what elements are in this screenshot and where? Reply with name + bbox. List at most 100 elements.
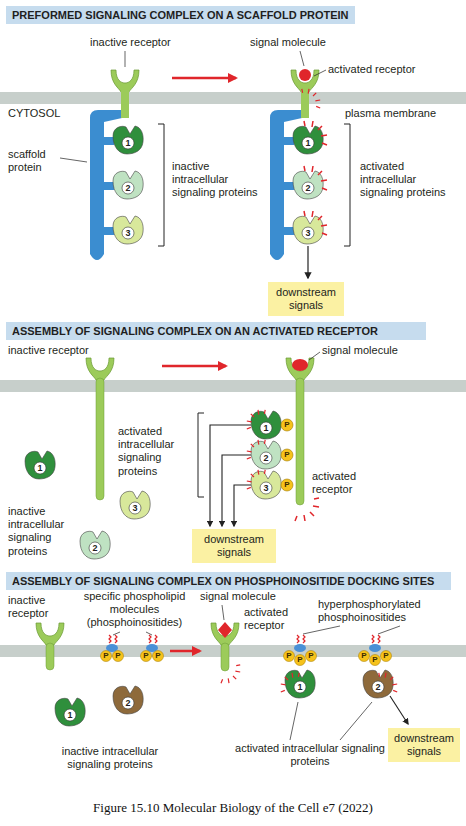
- annotation-label: inactive receptor: [8, 344, 89, 357]
- panel-three-art-part: [106, 635, 118, 652]
- callout-number: 1: [125, 139, 130, 148]
- panel-three-art-part: [306, 651, 317, 662]
- panel-one-art-part: [60, 158, 87, 162]
- panel-two-art-part: [281, 449, 293, 461]
- phosphate-label: P: [143, 652, 148, 660]
- callout-number: 2: [92, 544, 97, 553]
- plasma-membrane: [0, 92, 466, 104]
- panel-three-art-part: [170, 650, 200, 653]
- panel-header: ASSEMBLY OF SIGNALING COMPLEX ON AN ACTI…: [6, 322, 426, 340]
- panel-three-art-part: [372, 681, 384, 693]
- output-text: downstream signals: [195, 533, 273, 559]
- panel-title: ASSEMBLY OF SIGNALING COMPLEX ON AN ACTI…: [12, 325, 420, 337]
- callout-number: 2: [125, 699, 130, 708]
- panel-three-art-part: [221, 665, 240, 683]
- panel-three-art-part: [290, 702, 298, 740]
- annotation-label: inactive receptor: [90, 36, 171, 49]
- panel-three-art-part: [146, 635, 158, 652]
- panel-one-art-part-part: [284, 137, 294, 145]
- panel-two-art-part: [251, 471, 281, 499]
- phosphate-label: P: [308, 652, 313, 660]
- panel-three-art-part: [340, 702, 372, 740]
- panel-one-art-part: [122, 182, 134, 194]
- panel-two-art-part: [251, 441, 281, 469]
- panel-three-art-part: [281, 673, 299, 692]
- panel-one-art-part: [125, 51, 126, 67]
- callout-number: 2: [125, 184, 130, 193]
- panel-one-art-part: [121, 90, 129, 118]
- panel-one-art-part: [113, 126, 143, 154]
- panel-two-art-part: [286, 358, 314, 380]
- plasma-membrane: [0, 380, 466, 392]
- panel-one-art-part: [104, 182, 114, 190]
- panel-three-art-part: [294, 681, 306, 693]
- panel-two-art-part: [129, 502, 141, 514]
- annotation-label: activated receptor: [244, 606, 304, 632]
- panel-three-art-part: [141, 651, 152, 662]
- output-box: downstream signals: [388, 728, 460, 762]
- panel-one-art-part: [291, 70, 319, 92]
- panel-one-art-part: [122, 227, 134, 239]
- callout-number: 3: [125, 229, 130, 238]
- panel-two-art-part: [25, 451, 55, 479]
- output-text: downstream signals: [271, 286, 341, 312]
- panel-three-art-part: [381, 651, 392, 662]
- phosphate-label: P: [284, 451, 289, 459]
- annotation-label: inactive intracellular signaling protein…: [8, 505, 78, 558]
- panel-three-art-part: [390, 696, 408, 724]
- phosphate-label: P: [155, 652, 160, 660]
- output-box: downstream signals: [268, 282, 344, 316]
- phosphate-label: P: [372, 656, 377, 664]
- annotation-label: inactive receptor: [8, 594, 63, 620]
- panel-three-art-part: [55, 698, 85, 726]
- panel-two-art-part: [260, 482, 272, 494]
- plasma-membrane: [0, 645, 466, 657]
- annotation-label: activated receptor: [328, 63, 415, 76]
- panel-two-art-part: [198, 413, 204, 497]
- callout-number: 3: [305, 229, 310, 238]
- annotation-label: hyperphosphorylated phosphoinositides: [318, 598, 448, 624]
- panel-two-art-part: [96, 378, 104, 500]
- annotation-label: specific phospholipid molecules (phospho…: [72, 590, 197, 630]
- callout-number: 1: [37, 464, 42, 473]
- panel-one-art-part: [302, 227, 314, 239]
- annotation-label: inactive intracellular signaling protein…: [172, 160, 262, 200]
- phosphate-label: P: [383, 652, 388, 660]
- panel-three-art-part: [370, 655, 381, 666]
- panel-title: ASSEMBLY OF SIGNALING COMPLEX ON PHOSPHO…: [12, 575, 445, 587]
- panel-one-art-part-part: [284, 227, 294, 235]
- panel-two-art-part: [295, 498, 319, 521]
- annotation-label: signal molecule: [200, 590, 276, 603]
- panel-three-art-part: [122, 697, 134, 709]
- panel-two-art-part: [260, 422, 272, 434]
- panel-two-art-part: [309, 352, 320, 360]
- panel-one-art: [0, 51, 466, 278]
- panel-one-art-part: [301, 90, 309, 118]
- panel-one-art-part: [104, 227, 114, 235]
- panel-one-art-part: [314, 70, 326, 76]
- callout-number: 2: [375, 683, 380, 692]
- callout-number: 1: [263, 424, 268, 433]
- panel-three-art-part: [295, 655, 306, 666]
- panel-three-art-part: [146, 632, 152, 635]
- callout-number: 2: [263, 454, 268, 463]
- panel-header: PREFORMED SIGNALING COMPLEX ON A SCAFFOL…: [6, 6, 355, 24]
- panel-two-art-part: [234, 485, 251, 526]
- panel-three-art-part: [221, 643, 229, 671]
- panel-three-art-part: [363, 670, 393, 698]
- receptor: [111, 70, 139, 92]
- callout-number: 1: [67, 711, 72, 720]
- panel-two-art-part: [281, 419, 293, 431]
- phosphate-label: P: [361, 652, 366, 660]
- activation-arrow: [172, 77, 236, 80]
- callout-number: 1: [305, 139, 310, 148]
- callout-number: 3: [132, 504, 137, 513]
- panel-three-art-part: [379, 673, 397, 692]
- panel-three-art-part: [101, 651, 112, 662]
- panel-one-art-part: [302, 137, 314, 149]
- panel-title: PREFORMED SIGNALING COMPLEX ON A SCAFFOL…: [12, 9, 349, 21]
- panel-three-art: [0, 605, 466, 740]
- panel-three-art-part: [285, 670, 315, 698]
- panel-three-art-part: [64, 709, 76, 721]
